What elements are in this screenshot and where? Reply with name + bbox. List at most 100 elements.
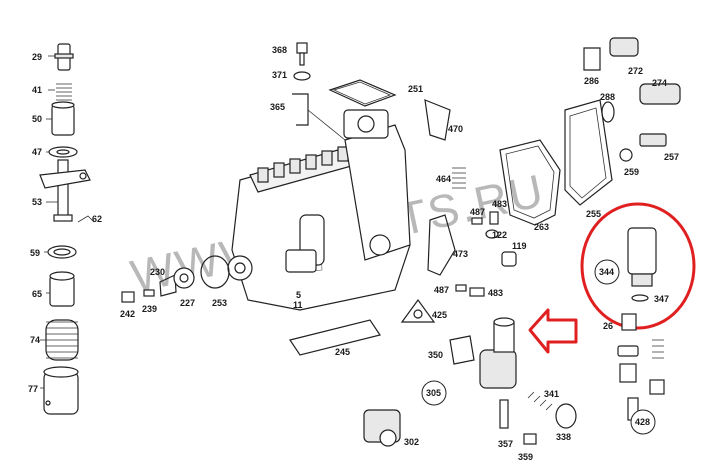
label-253: 253 [212, 298, 227, 308]
highlight-arrow [528, 308, 578, 354]
label-428: 428 [635, 417, 650, 427]
part-487b[interactable] [455, 284, 467, 292]
part-305[interactable] [479, 317, 517, 389]
part-257[interactable] [639, 133, 667, 147]
label-274: 274 [652, 78, 667, 88]
part-50[interactable] [46, 101, 75, 136]
part-239[interactable] [143, 289, 155, 297]
label-359: 359 [518, 452, 533, 462]
label-122: 122 [492, 230, 507, 240]
label-47: 47 [32, 147, 42, 157]
label-344-bubble [594, 259, 620, 285]
injection-pump-body[interactable] [227, 109, 411, 311]
part-425[interactable] [400, 298, 436, 323]
part-368[interactable] [296, 42, 308, 66]
part-464[interactable] [452, 167, 466, 189]
delivery-valves [257, 146, 349, 183]
label-242: 242 [120, 309, 135, 319]
part-253[interactable] [200, 255, 230, 289]
part-41[interactable] [48, 83, 72, 101]
left-column-parts [39, 43, 95, 415]
label-74: 74 [30, 335, 40, 345]
part-29[interactable] [48, 43, 74, 71]
label-59: 59 [30, 248, 40, 258]
part-341[interactable] [527, 391, 553, 411]
label-259: 259 [624, 167, 639, 177]
part-302[interactable] [363, 409, 401, 447]
highlighted-part-group[interactable] [580, 202, 696, 330]
part-53[interactable] [39, 159, 95, 223]
part-365[interactable] [292, 93, 346, 141]
part-350[interactable] [449, 335, 475, 365]
label-257: 257 [664, 152, 679, 162]
part-347[interactable] [631, 294, 649, 302]
label-357: 357 [498, 439, 513, 449]
label-29: 29 [32, 52, 42, 62]
bottom-left-parts [121, 255, 436, 356]
label-53: 53 [32, 197, 42, 207]
upper-right-parts [564, 37, 681, 206]
label-473: 473 [453, 249, 468, 259]
label-263: 263 [534, 222, 549, 232]
label-464: 464 [436, 174, 451, 184]
label-487-bottom: 487 [434, 285, 449, 295]
part-227[interactable] [173, 267, 195, 289]
part-245[interactable] [289, 319, 381, 356]
part-labels: 29 41 50 47 53 62 59 65 74 77 368 371 36… [28, 45, 679, 462]
label-65: 65 [32, 289, 42, 299]
part-359[interactable] [523, 433, 537, 445]
label-487-top: 487 [470, 207, 485, 217]
part-65[interactable] [46, 271, 75, 307]
part-230[interactable] [159, 274, 177, 297]
label-230: 230 [150, 267, 165, 277]
part-483b[interactable] [469, 287, 485, 297]
part-470[interactable] [424, 99, 451, 141]
part-251[interactable] [328, 79, 397, 107]
part-47[interactable] [46, 146, 78, 158]
label-350: 350 [428, 350, 443, 360]
part-255[interactable] [564, 99, 613, 206]
part-74[interactable] [40, 319, 79, 361]
part-26[interactable] [621, 313, 637, 331]
part-122[interactable] [485, 229, 499, 239]
label-470: 470 [448, 124, 463, 134]
label-428-bubble [630, 409, 656, 435]
label-347: 347 [654, 294, 669, 304]
label-305: 305 [426, 388, 441, 398]
part-77[interactable] [40, 366, 79, 415]
label-302: 302 [404, 437, 419, 447]
part-242[interactable] [121, 291, 135, 303]
label-5: 5 [296, 290, 301, 300]
label-365: 365 [270, 102, 285, 112]
right-middle-parts [424, 99, 517, 297]
label-483-bottom: 483 [488, 288, 503, 298]
part-473[interactable] [427, 214, 456, 276]
part-286[interactable] [583, 47, 601, 71]
label-483-top: 483 [492, 199, 507, 209]
part-259[interactable] [619, 148, 633, 162]
part-338[interactable] [555, 403, 577, 429]
part-371[interactable] [293, 71, 311, 81]
part-59[interactable] [44, 245, 77, 259]
part-263[interactable] [499, 139, 561, 226]
part-487a[interactable] [471, 217, 483, 225]
part-483a[interactable] [489, 211, 499, 225]
label-62: 62 [92, 214, 102, 224]
label-119: 119 [512, 241, 527, 251]
label-371: 371 [272, 70, 287, 80]
part-274[interactable] [639, 83, 681, 105]
highlight-circle [580, 202, 696, 330]
top-parts [292, 42, 397, 141]
part-288[interactable] [601, 101, 615, 123]
label-288: 288 [600, 92, 615, 102]
part-357[interactable] [499, 399, 509, 429]
part-119[interactable] [501, 251, 517, 267]
label-239: 239 [142, 304, 157, 314]
part-344[interactable] [627, 227, 657, 287]
label-77: 77 [28, 384, 38, 394]
feed-pump-parts [363, 317, 577, 447]
part-272[interactable] [609, 37, 639, 57]
label-368: 368 [272, 45, 287, 55]
